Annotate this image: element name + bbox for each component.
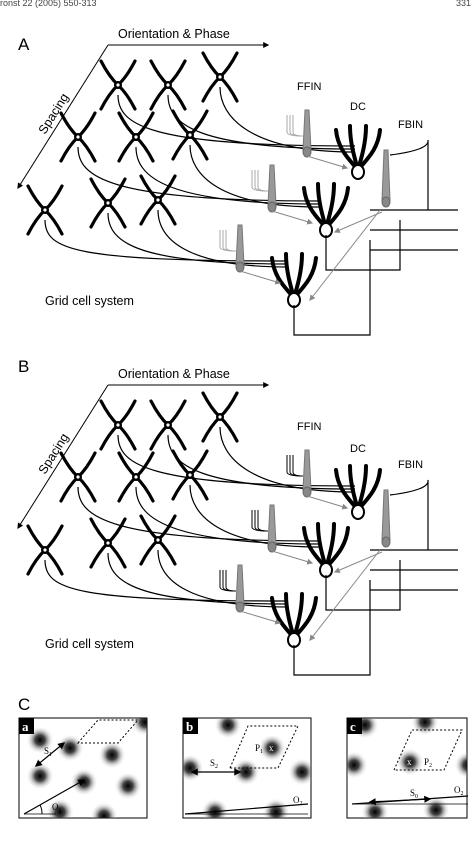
panel-a: A Orientation & Phase Spacing FFIN DC FB… [17,27,458,336]
grid-cell [117,111,155,163]
axon [44,219,289,262]
interneuron [235,564,245,613]
panel-c-letter: C [18,695,30,714]
grid-cell [59,111,97,163]
grid-cell [171,449,209,501]
grid-cell [139,514,177,566]
grid-cell-system-label: Grid cell system [45,637,134,651]
spacing-label: Spacing [36,431,72,477]
interneuron [381,489,391,548]
svg-text:S1: S1 [44,746,52,758]
grid-cell [149,59,187,111]
dc-label: DC [350,101,366,113]
s-sub: 2 [215,764,218,770]
o-label: O [293,795,300,805]
subpanel-a-letter: a [22,719,29,734]
grid-cell [201,391,239,443]
grid-cell-system-label: Grid cell system [45,294,134,308]
grid-cell [26,524,64,576]
svg-text:P1: P1 [255,743,263,755]
o-sub: 2 [461,791,464,797]
dc-label: DC [350,443,366,455]
axon [44,559,289,602]
panel-c: C a S1 O1 [18,695,469,819]
axon [189,484,321,548]
o-label: O [454,785,461,795]
p-sub: 1 [260,749,263,755]
grid-cell [89,517,127,569]
axon [219,86,356,153]
grid-cell [139,174,177,226]
orientation-label: Orientation & Phase [118,27,230,41]
svg-text:O1: O1 [52,802,62,814]
fbin-label: FBIN [398,459,423,471]
grid-cell [117,451,155,503]
axon [189,144,321,208]
subpanel-b: b P1 x S2 O2 [182,717,312,819]
panel-a-letter: A [18,35,30,54]
dendritic-cell [334,464,382,520]
dendritic-cell [334,124,382,180]
grid-cell [171,109,209,161]
svg-text:S2: S2 [210,758,218,770]
grid-cell [26,184,64,236]
panel-b: B Orientation & Phase Spacing FFIN DC FB… [17,357,458,676]
grid-cell [59,451,97,503]
interneuron [267,164,277,213]
interneuron [381,149,391,208]
ffin-label: FFIN [297,421,321,433]
axon [157,549,289,608]
grid-cell [99,59,137,111]
dendritic-cell [302,522,350,578]
s-label: S [44,746,49,756]
panel-b-letter: B [18,357,29,376]
axon [107,212,289,265]
x-mark: x [407,757,412,767]
grid-cell-group [26,51,458,336]
svg-text:S0: S0 [410,788,418,800]
grid-cell [99,399,137,451]
s-label: S [210,758,215,768]
page-number: 331 [456,0,471,8]
fbin-label: FBIN [398,119,423,131]
orientation-label: Orientation & Phase [118,367,230,381]
interneuron [235,224,245,273]
svg-text:P2: P2 [424,757,432,769]
p-sub: 2 [429,763,432,769]
axon [77,486,321,542]
subpanel-b-letter: b [186,719,193,734]
ffin-label: FFIN [297,81,321,93]
subpanel-a: a S1 O1 [18,717,148,819]
interneuron [267,504,277,553]
interneuron [302,449,312,498]
subpanel-c-letter: c [350,719,356,734]
s-sub: 1 [49,752,52,758]
o-sub: 2 [300,801,303,807]
dendritic-cell [270,252,318,308]
grid-cell-group [26,391,458,676]
s-sub: 0 [415,794,418,800]
p-label: P [424,757,429,767]
axon [219,426,356,493]
axon [107,552,289,605]
axon [77,146,321,202]
o-label: O [52,802,59,812]
p-label: P [255,743,260,753]
page-header: ronst 22 (2005) 550-313 [0,0,97,8]
spacing-label: Spacing [36,91,72,137]
x-mark: x [269,743,274,753]
axon [157,209,289,268]
grid-cell [201,51,239,103]
svg-text:O2: O2 [293,795,303,807]
grid-cell [89,177,127,229]
interneuron [302,109,312,158]
svg-text:O2: O2 [454,785,464,797]
o-sub: 1 [59,808,62,814]
grid-cell [149,399,187,451]
dendritic-cell [302,182,350,238]
subpanel-c: c x P2 S0 O2 [346,717,469,819]
s-label: S [410,788,415,798]
dendritic-cell [270,592,318,648]
